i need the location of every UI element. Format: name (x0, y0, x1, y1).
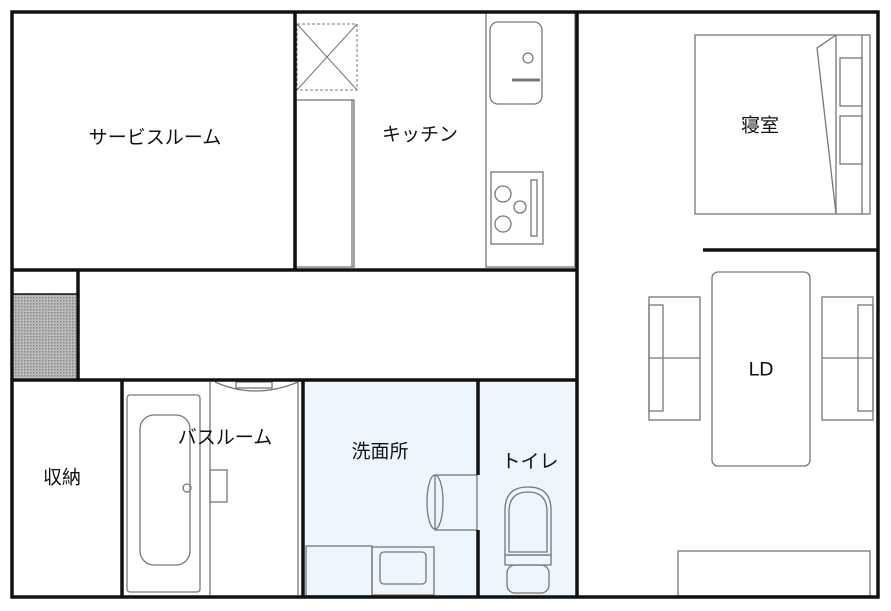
toilet-icon (504, 486, 552, 594)
room-label-bedroom: 寝室 (741, 115, 779, 137)
washroom-floor (303, 380, 478, 597)
bath-vanity (209, 469, 228, 503)
walls (10, 10, 880, 599)
toilet-floor (478, 380, 577, 597)
refrigerator-shelf (295, 99, 355, 268)
washing-machine-icon (426, 474, 478, 531)
tv-stand-icon (677, 550, 871, 597)
dining-table-icon (711, 271, 811, 467)
closet-hatch (14, 294, 76, 378)
room-label-ld: LD (748, 359, 773, 381)
room-label-washroom: 洗面所 (351, 441, 408, 463)
sink-icon (489, 21, 543, 105)
room-label-storage: 収納 (43, 467, 81, 489)
sofa-right-icon (821, 296, 874, 421)
room-label-bathroom: バスルーム (178, 427, 272, 449)
sofa-left-icon (648, 296, 701, 421)
stove-icon (490, 171, 544, 245)
bath-sink-icon (214, 381, 299, 392)
room-label-service-room: サービスルーム (89, 127, 221, 149)
room-label-kitchen: キッチン (382, 124, 458, 146)
washbasin-icon (371, 546, 435, 596)
bed-icon (694, 34, 871, 215)
room-label-toilet: トイレ (501, 451, 558, 473)
storage-box-icon (296, 23, 358, 91)
bathtub-icon (126, 394, 201, 593)
